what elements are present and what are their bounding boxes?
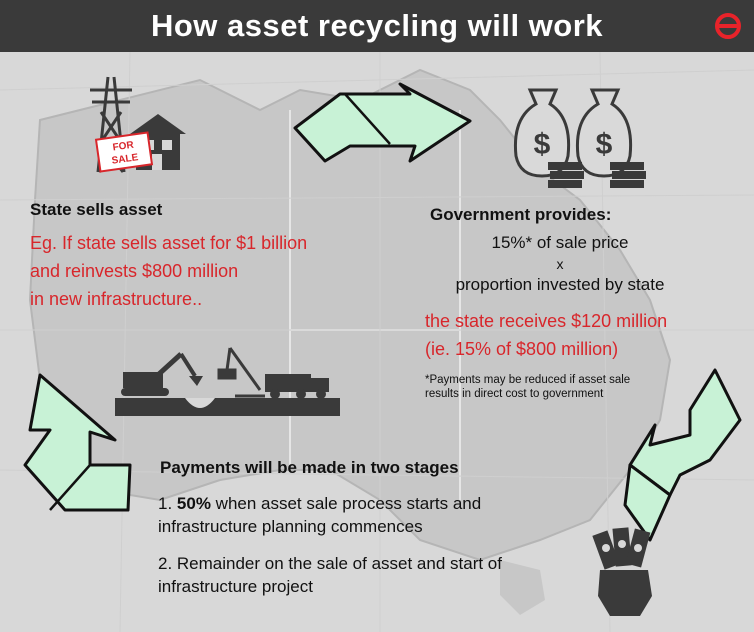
example-line-1: Eg. If state sells asset for $1 billion	[30, 233, 308, 253]
stage-2-line-2: infrastructure project	[158, 577, 313, 596]
stage-1-prefix: 1.	[158, 494, 177, 513]
money-bags-illustration: $ $	[513, 88, 646, 188]
state-sells-heading: State sells asset	[30, 200, 163, 219]
stage-1-rest: when asset sale process starts and	[210, 494, 482, 513]
formula-line-3: proportion invested by state	[455, 275, 665, 294]
recycle-arrow-right	[623, 368, 742, 542]
payment-stage-1: 1. 50% when asset sale process starts an…	[158, 492, 481, 538]
government-formula: 15%* of sale price x proportion invested…	[425, 232, 695, 296]
excavator-icon	[121, 352, 203, 396]
payments-heading: Payments will be made in two stages	[160, 458, 459, 477]
svg-text:SALE: SALE	[111, 152, 139, 167]
logo-icon	[715, 13, 741, 39]
header-bar: How asset recycling will work	[0, 0, 754, 52]
formula-line-2: x	[556, 256, 564, 272]
money-bag-icon: $	[513, 88, 571, 178]
cash-stack-icon	[548, 162, 646, 188]
page-title: How asset recycling will work	[150, 8, 604, 43]
result-line-1: the state receives $120 million	[425, 311, 668, 331]
svg-text:FOR: FOR	[112, 140, 135, 154]
svg-text:$: $	[534, 128, 551, 161]
pylon-house-illustration: FOR SALE	[90, 76, 186, 173]
construction-illustration	[115, 347, 340, 416]
stage-2-line-1: 2. Remainder on the sale of asset and st…	[158, 554, 502, 573]
recycle-arrow-top	[293, 82, 472, 163]
state-sells-example: Eg. If state sells asset for $1 billion …	[30, 229, 307, 313]
footnote-line-2: results in direct cost to government	[425, 388, 604, 400]
for-sale-sign: FOR SALE	[94, 131, 154, 173]
hand-cash-icon	[592, 527, 652, 616]
formula-line-1: 15%* of sale price	[491, 233, 629, 252]
truck-icon	[265, 374, 329, 399]
result-line-2: (ie. 15% of $800 million)	[425, 339, 619, 359]
footnote-line-1: *Payments may be reduced if asset sale	[425, 374, 631, 386]
crane-icon	[217, 347, 265, 398]
svg-text:$: $	[596, 128, 613, 161]
money-bag-icon: $	[575, 88, 633, 178]
stage-1-percent: 50%	[176, 494, 211, 513]
example-line-3: in new infrastructure..	[30, 289, 203, 309]
government-footnote: *Payments may be reduced if asset sale r…	[425, 373, 630, 401]
stage-1-line-2: infrastructure planning commences	[158, 517, 423, 536]
recycle-arrow-left	[23, 373, 132, 512]
government-heading: Government provides:	[430, 205, 612, 224]
payment-stage-2: 2. Remainder on the sale of asset and st…	[158, 552, 502, 598]
government-result: the state receives $120 million (ie. 15%…	[425, 307, 667, 363]
example-line-2: and reinvests $800 million	[30, 261, 239, 281]
